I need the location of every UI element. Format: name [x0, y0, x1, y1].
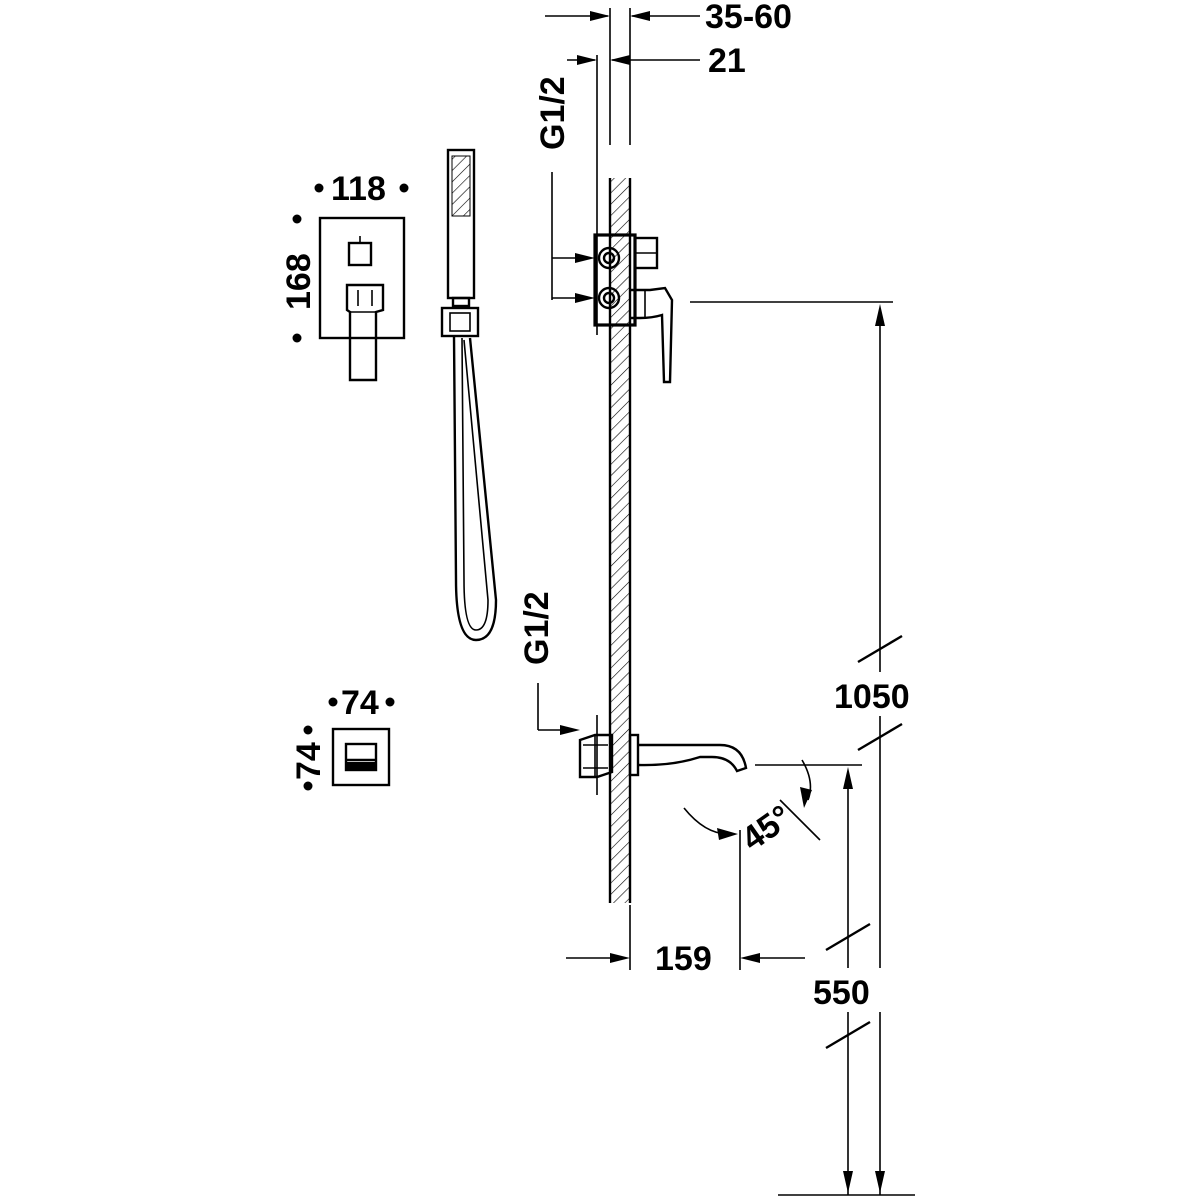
diverter-plate	[331, 727, 391, 787]
diverter-width-label: 74	[341, 684, 379, 722]
diverter-width-dimension: 74	[328, 684, 395, 722]
tile-thickness-dimension: 21	[567, 42, 746, 178]
mixer-front-plate	[318, 216, 406, 382]
spout-angle-dimension: 45°	[683, 759, 821, 859]
upper-thread-dimension: G1/2	[534, 76, 595, 303]
bath-spout	[628, 733, 748, 777]
plate-height-label: 168	[280, 253, 318, 310]
diverter-height-label: 74	[290, 742, 328, 780]
spout-projection-dimension: 159	[566, 830, 805, 978]
wall-section	[596, 178, 632, 903]
concealed-mixer-body	[593, 233, 659, 327]
diverter-height-dimension: 74	[290, 725, 328, 791]
spout-connector	[578, 733, 614, 779]
hand-shower	[446, 148, 476, 308]
shower-hose	[452, 335, 498, 642]
spout-height-dimension: 550	[755, 764, 886, 1195]
plate-height-dimension: 168	[280, 214, 318, 343]
wall-thickness-label: 35-60	[705, 0, 792, 36]
upper-thread-label: G1/2	[534, 76, 572, 150]
plate-width-dimension: 118	[314, 170, 409, 208]
wall-thickness-dimension: 35-60	[545, 0, 792, 145]
mixer-height-dimension: 1050	[690, 301, 930, 1195]
plate-width-label: 118	[331, 170, 386, 208]
lower-thread-dimension: G1/2	[518, 591, 580, 735]
tile-thickness-label: 21	[708, 42, 746, 80]
spout-projection-label: 159	[655, 940, 712, 978]
mixer-lever-side	[630, 286, 674, 384]
shower-holder	[440, 306, 480, 338]
lower-thread-label: G1/2	[518, 591, 556, 665]
spout-angle-label: 45°	[735, 798, 799, 859]
spout-height-label: 550	[813, 974, 870, 1012]
mixer-height-label: 1050	[834, 678, 910, 716]
